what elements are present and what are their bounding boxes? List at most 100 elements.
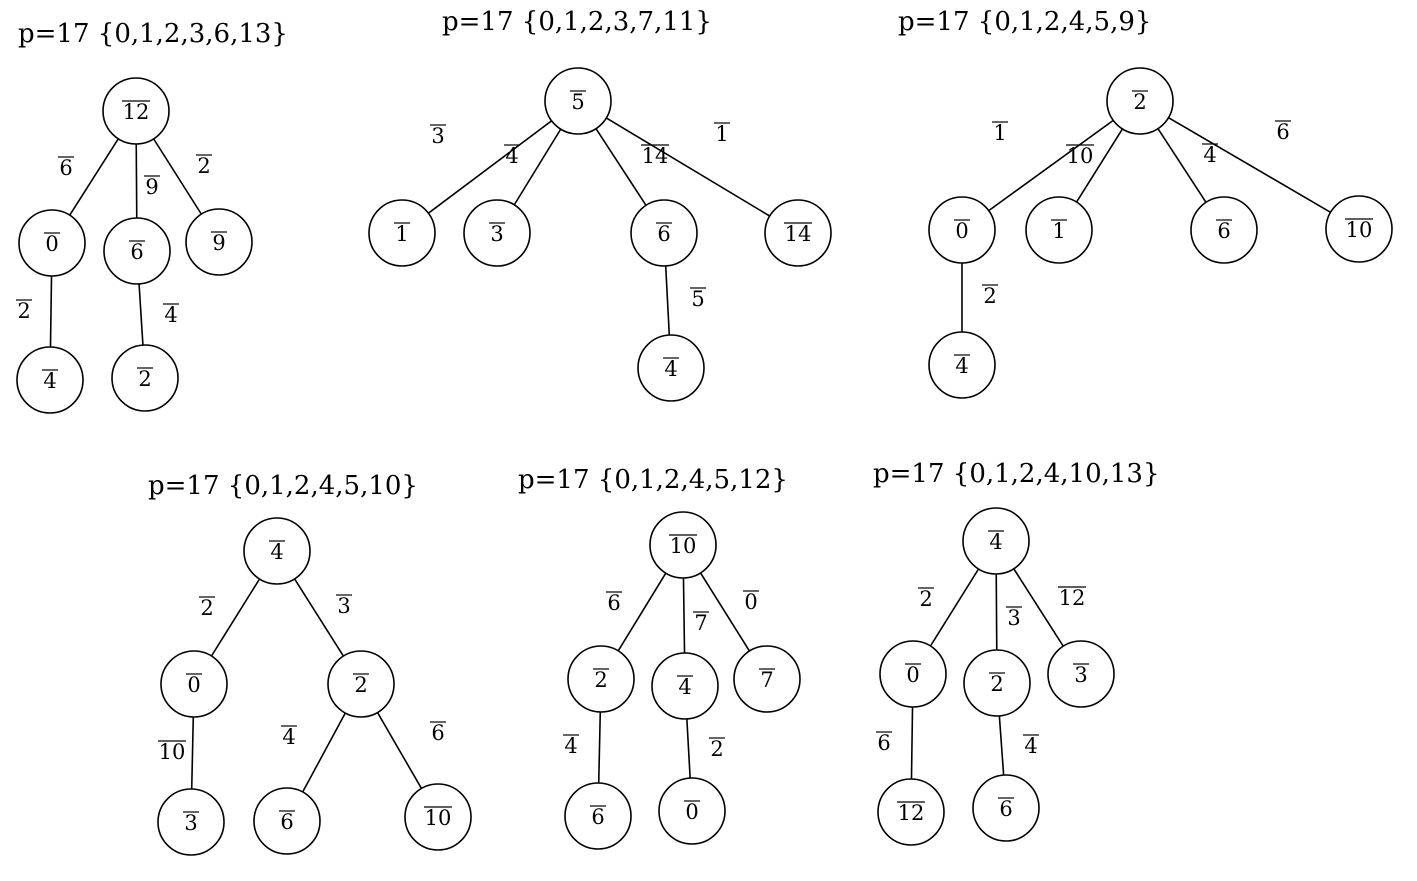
edge-label-text: 6 [877,731,890,755]
node-circle [1047,640,1115,708]
node-label-text: 12 [123,100,150,124]
edge-label-text: 6 [607,591,620,615]
edge-label: 6 [58,156,74,180]
node-label: 2 [593,668,609,692]
node: 5 [544,67,612,135]
edge [427,120,553,214]
node: 6 [1190,196,1258,264]
node-label-text: 10 [425,806,452,830]
edge-label: 2 [16,299,32,323]
node-label-text: 9 [212,231,225,255]
node-label: 12 [897,801,925,825]
node-label-text: 6 [591,805,604,829]
node-label: 6 [998,797,1014,821]
edge-label-text: 6 [59,156,72,180]
node-circle [103,217,171,285]
edge-label-text: 2 [17,299,30,323]
node-label-text: 4 [43,369,56,393]
node: 0 [928,196,996,264]
edge-label: 2 [199,596,215,620]
edge-label-text: 3 [431,124,444,148]
node-label: 2 [989,672,1005,696]
node-label: 2 [353,673,369,697]
edge-label: 0 [743,590,759,614]
edge-label: 4 [1023,734,1039,758]
edge-label: 2 [982,284,998,308]
node-label-text: 2 [138,367,151,391]
node-label: 4 [42,369,58,393]
edge-label: 3 [1006,606,1022,630]
edge-label: 3 [430,124,446,148]
edge [301,712,347,793]
node: 12 [102,77,170,145]
edge-label-text: 6 [1276,120,1289,144]
node: 3 [463,199,531,267]
node: 2 [963,649,1031,717]
node-label-text: 2 [594,668,607,692]
node: 10 [649,511,717,579]
node-label: 1 [394,222,410,246]
node-circle [1025,196,1093,264]
node: 10 [1325,195,1393,263]
edge-label-text: 4 [505,144,518,168]
node-label: 0 [44,232,60,256]
node: 4 [962,507,1030,575]
edge-label-text: 6 [431,721,444,745]
node-circle [253,787,321,855]
node-circle [658,777,726,845]
node-label-text: 0 [955,219,968,243]
edge-label: 4 [163,303,179,327]
node-label: 3 [183,811,199,835]
node-circle [16,346,84,414]
node-label: 0 [186,673,202,697]
node-label-text: 0 [906,663,919,687]
edge [190,716,195,790]
node: 3 [157,788,225,856]
node: 6 [972,774,1040,842]
edge [376,712,423,789]
tree-title: p=17 {0,1,2,4,5,9} [898,7,1151,37]
node-label-text: 10 [670,534,697,558]
node-circle [963,649,1031,717]
edge [1168,116,1331,214]
edge-label: 2 [918,587,934,611]
edge-label-text: 5 [691,287,704,311]
node-label-text: 6 [657,222,670,246]
edge [152,138,203,215]
node-label-text: 3 [490,222,503,246]
node: 6 [630,199,698,267]
node: 4 [928,331,996,399]
edge [682,577,686,654]
node-label: 7 [759,668,775,692]
edge-label: 1 [714,122,730,146]
node: 12 [877,778,945,846]
node-label-text: 7 [760,668,773,692]
node-circle [764,199,832,267]
node-label-text: 1 [1052,219,1065,243]
node-circle [637,334,705,402]
node-label-text: 0 [685,800,698,824]
node-label: 10 [669,534,697,558]
tree-title: p=17 {0,1,2,4,10,13} [873,459,1160,489]
node-label-text: 5 [571,90,584,114]
edge-label: 2 [709,737,725,761]
edge [929,568,980,647]
edge-label-text: 4 [164,303,177,327]
node-label: 5 [570,90,586,114]
node-circle [111,344,179,412]
node-label: 4 [988,530,1004,554]
node-circle [928,196,996,264]
node-circle [567,645,635,713]
node: 2 [327,650,395,718]
node-label: 0 [905,663,921,687]
node-label-text: 4 [664,357,677,381]
node-label-text: 3 [184,811,197,835]
node-label-text: 4 [678,675,691,699]
node-circle [160,650,228,718]
node-label: 3 [489,222,505,246]
node-circle [327,650,395,718]
